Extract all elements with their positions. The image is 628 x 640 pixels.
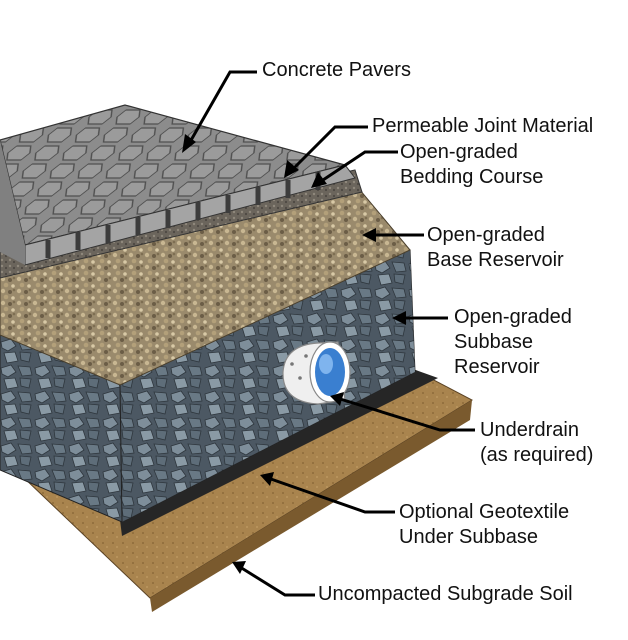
label-base-reservoir-line1: Open-graded xyxy=(427,224,545,246)
label-base-reservoir: Open-graded Base Reservoir xyxy=(427,223,564,273)
label-subbase-reservoir-line3: Reservoir xyxy=(454,356,540,378)
arrowheads xyxy=(182,134,406,574)
concrete-pavers-layer xyxy=(0,104,356,266)
label-subgrade-soil: Uncompacted Subgrade Soil xyxy=(318,583,573,605)
label-subbase-reservoir-line2: Subbase xyxy=(454,331,533,353)
label-geotextile: Optional Geotextile Under Subbase xyxy=(399,500,569,550)
label-permeable-joint-material: Permeable Joint Material xyxy=(372,115,594,137)
underdrain-pipe xyxy=(282,341,351,405)
label-bedding-course-line1: Open-graded xyxy=(400,141,518,163)
label-underdrain-line2: (as required) xyxy=(480,444,594,466)
label-subbase-reservoir-line1: Open-graded xyxy=(454,306,572,328)
label-geotextile-line2: Under Subbase xyxy=(399,526,538,548)
label-underdrain: Underdrain (as required) xyxy=(480,418,593,468)
label-bedding-course-line2: Bedding Course xyxy=(400,166,544,188)
label-subbase-reservoir: Open-graded Subbase Reservoir xyxy=(454,305,572,380)
label-concrete-pavers: Concrete Pavers xyxy=(262,59,411,81)
label-base-reservoir-line2: Base Reservoir xyxy=(427,249,564,271)
label-bedding-course: Open-graded Bedding Course xyxy=(400,140,543,190)
leader-lines xyxy=(188,70,475,597)
geotextile-layer xyxy=(120,368,438,536)
label-underdrain-line1: Underdrain xyxy=(480,419,579,441)
label-geotextile-line1: Optional Geotextile xyxy=(399,501,570,523)
